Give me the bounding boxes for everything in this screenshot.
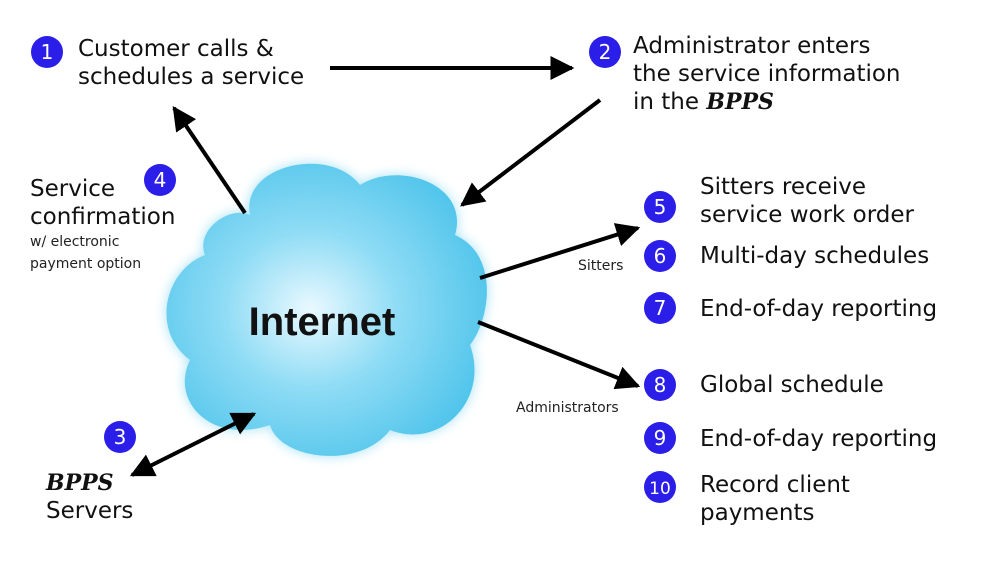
- bpps-label: BPPS: [45, 470, 114, 496]
- step-text: the service information: [633, 61, 901, 87]
- step-5: 5 Sitters receive service work order: [644, 174, 915, 228]
- step-badge: [644, 240, 676, 272]
- step-1: 1 Customer calls & schedules a service: [31, 36, 304, 90]
- step-number: 9: [654, 426, 667, 450]
- arrow-internet-to-sitters: [479, 223, 641, 280]
- step-badge: [644, 471, 676, 503]
- internet-cloud: Internet: [166, 163, 487, 456]
- step-number: 6: [654, 244, 667, 268]
- step-text: service work order: [700, 202, 915, 228]
- step-7: 7 End-of-day reporting: [644, 292, 937, 324]
- step-text: End-of-day reporting: [700, 296, 937, 322]
- step-text: confirmation: [30, 204, 175, 230]
- step-number: 2: [599, 40, 612, 64]
- step-badge: [589, 36, 621, 68]
- step-number: 10: [649, 479, 671, 499]
- step-text: Servers: [46, 498, 133, 524]
- step-number: 3: [114, 425, 127, 449]
- step-text: in the BPPS: [633, 89, 774, 115]
- step-text: Multi-day schedules: [700, 243, 929, 269]
- step-text: schedules a service: [78, 64, 304, 90]
- step-number: 1: [41, 40, 54, 64]
- step-number: 5: [654, 195, 667, 219]
- arrow-internet-to-administrators: [477, 320, 641, 390]
- step-10: 10 Record client payments: [644, 471, 850, 526]
- step-2: 2 Administrator enters the service infor…: [589, 33, 901, 115]
- step-text: Service: [30, 176, 115, 202]
- step-text: Global schedule: [700, 372, 884, 398]
- step-number: 8: [654, 373, 667, 397]
- sitters-label: Sitters: [578, 258, 623, 274]
- step-badge: [644, 369, 676, 401]
- step-badge: [644, 292, 676, 324]
- step-number: 4: [154, 168, 167, 192]
- step-badge: [144, 164, 176, 196]
- step-text: payments: [700, 500, 814, 526]
- step-3: 3 BPPS Servers: [45, 421, 136, 524]
- step-badge: [644, 191, 676, 223]
- step-subtext: w/ electronic: [30, 234, 119, 250]
- step-text: Customer calls &: [78, 36, 274, 62]
- internet-label: Internet: [249, 300, 396, 344]
- step-9: 9 End-of-day reporting: [644, 422, 937, 454]
- administrators-label: Administrators: [516, 400, 619, 416]
- step-badge: [104, 421, 136, 453]
- step-text: End-of-day reporting: [700, 426, 937, 452]
- arrow-servers-internet: [129, 412, 257, 477]
- step-text: Administrator enters: [633, 33, 870, 59]
- step-4: 4 Service confirmation w/ electronic pay…: [30, 164, 176, 272]
- arrow-internet-to-1: [172, 106, 247, 215]
- step-text: Record client: [700, 472, 850, 498]
- step-badge: [31, 36, 63, 68]
- step-badge: [644, 422, 676, 454]
- step-subtext: payment option: [30, 256, 141, 272]
- arrow-2-to-internet: [460, 98, 602, 207]
- step-6: 6 Multi-day schedules: [644, 240, 929, 272]
- step-number: 7: [654, 296, 667, 320]
- step-text: Sitters receive: [700, 174, 866, 200]
- step-8: 8 Global schedule: [644, 369, 884, 401]
